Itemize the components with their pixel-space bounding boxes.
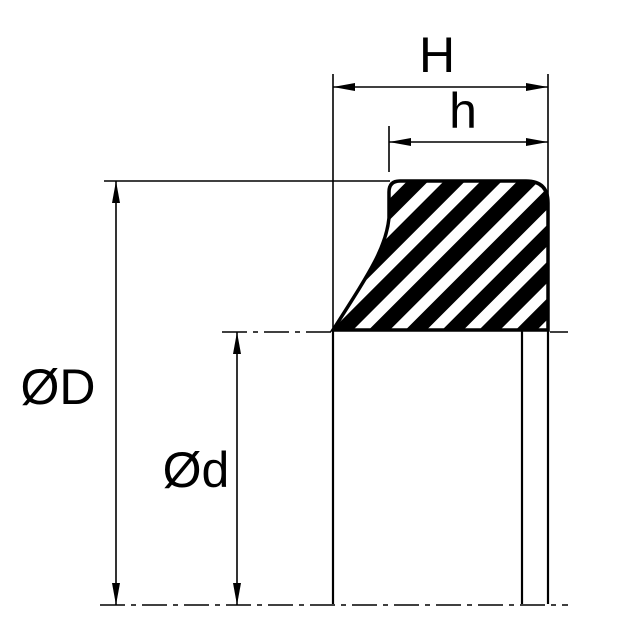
arrowhead-total-width-left (333, 83, 355, 91)
arrowhead-total-width-right (526, 83, 548, 91)
arrowhead-outer-diameter-top (112, 181, 120, 203)
seal-profile (329, 179, 550, 332)
dimension-body-width: h (389, 83, 548, 146)
label-outer-diameter: ØD (21, 359, 96, 415)
dimension-total-width: H (333, 27, 548, 91)
label-body-width: h (449, 83, 477, 139)
arrowhead-inner-diameter-bottom (233, 583, 241, 605)
arrowhead-inner-diameter-top (233, 332, 241, 354)
arrowhead-body-width-right (526, 138, 548, 146)
label-total-width: H (419, 27, 455, 83)
arrowhead-body-width-left (389, 138, 411, 146)
dimension-inner-diameter: Ød (163, 332, 241, 605)
label-inner-diameter: Ød (163, 442, 230, 498)
dimension-outer-diameter: ØD (21, 181, 120, 605)
arrowhead-outer-diameter-bottom (112, 583, 120, 605)
